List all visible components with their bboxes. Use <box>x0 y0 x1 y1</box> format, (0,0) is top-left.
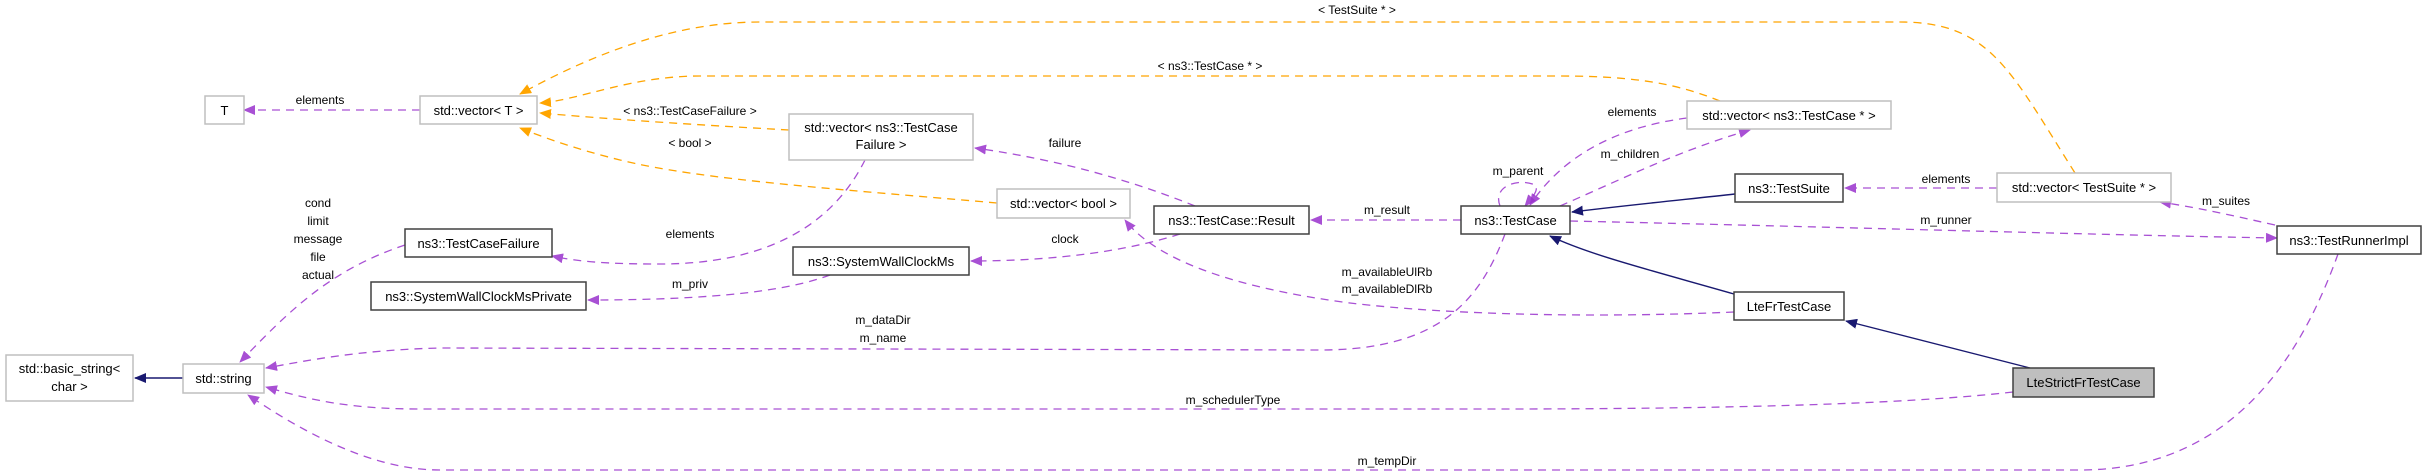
label-elements-vtc: elements <box>1608 105 1657 119</box>
edge-m-schedulertype <box>265 385 2014 410</box>
label-testsuite-ptr: < TestSuite * > <box>1318 3 1396 17</box>
edge-inherit-testsuite <box>1571 193 1736 216</box>
edge-clock <box>970 233 1181 266</box>
node-string[interactable]: std::string <box>182 363 265 394</box>
label-elements-vts: elements <box>1922 172 1971 186</box>
node-testrunnerimpl-label: ns3::TestRunnerImpl <box>2289 233 2408 248</box>
node-vector-testcase-label: std::vector< ns3::TestCase * > <box>1702 108 1875 123</box>
label-bool-tmpl: < bool > <box>668 136 711 150</box>
edge-labels: < TestSuite * > < ns3::TestCase * > < ns… <box>294 3 2250 468</box>
edge-m-runner <box>1569 220 2278 243</box>
edge-available-rb <box>1124 219 1735 316</box>
node-vector-testcasefailure[interactable]: std::vector< ns3::TestCase Failure > <box>788 113 974 161</box>
node-systemwallclockms-label: ns3::SystemWallClockMs <box>808 254 955 269</box>
edge-vector-bool-template <box>519 127 998 204</box>
label-failure-member-file: file <box>310 250 326 264</box>
node-testcase-result-label: ns3::TestCase::Result <box>1168 213 1295 228</box>
label-m-tempdir: m_tempDir <box>1358 454 1417 468</box>
label-m-result: m_result <box>1364 203 1411 217</box>
node-systemwallclockmsprivate[interactable]: ns3::SystemWallClockMsPrivate <box>370 281 587 311</box>
edges <box>134 21 2339 471</box>
label-m-children: m_children <box>1601 147 1660 161</box>
node-ltestrictfrtestcase-label: LteStrictFrTestCase <box>2026 375 2140 390</box>
label-m-parent: m_parent <box>1493 164 1544 178</box>
label-m-availableulrb: m_availableUlRb <box>1342 265 1433 279</box>
node-testcase-result[interactable]: ns3::TestCase::Result <box>1153 205 1310 235</box>
node-testsuite[interactable]: ns3::TestSuite <box>1734 173 1844 203</box>
node-T-label: T <box>221 103 229 118</box>
edge-vector-testsuite-template <box>519 21 2076 174</box>
edge-datadir-name <box>265 233 1506 371</box>
label-failure: failure <box>1049 136 1082 150</box>
label-m-runner: m_runner <box>1920 213 1971 227</box>
edge-failure-members-string <box>239 244 406 363</box>
edge-elements-vtc <box>1529 117 1688 206</box>
node-systemwallclockmsprivate-label: ns3::SystemWallClockMsPrivate <box>385 289 572 304</box>
node-systemwallclockms[interactable]: ns3::SystemWallClockMs <box>792 246 970 276</box>
edge-failure <box>974 144 1196 207</box>
node-string-label: std::string <box>195 371 251 386</box>
nodes: T std::vector< T > std::vector< ns3::Tes… <box>5 95 2422 402</box>
label-clock: clock <box>1051 232 1079 246</box>
edge-m-suites <box>2159 198 2276 226</box>
edge-vector-testcase-template <box>539 75 1721 108</box>
edge-elements-tcf <box>551 159 866 265</box>
label-m-priv: m_priv <box>672 277 708 291</box>
edge-inherit-ltefr <box>1549 235 1735 295</box>
edge-inherit-ltestrictfr <box>1845 318 2031 369</box>
node-ltefrtestcase[interactable]: LteFrTestCase <box>1733 291 1845 321</box>
edge-vector-tcf-template <box>539 108 790 131</box>
label-elements-T: elements <box>296 93 345 107</box>
label-failure-member-message: message <box>294 232 343 246</box>
label-testcasefailure-tmpl: < ns3::TestCaseFailure > <box>623 104 756 118</box>
label-failure-member-cond: cond <box>305 196 331 210</box>
node-vector-testsuite-ptr[interactable]: std::vector< TestSuite * > <box>1996 172 2172 203</box>
node-basic-string-label-1: std::basic_string< <box>19 361 121 376</box>
node-vector-testcase-ptr[interactable]: std::vector< ns3::TestCase * > <box>1686 100 1892 130</box>
node-vector-tcf-label-2: Failure > <box>856 137 907 152</box>
node-testcasefailure-label: ns3::TestCaseFailure <box>417 236 539 251</box>
label-m-datadir: m_dataDir <box>855 313 910 327</box>
edge-m-priv <box>587 274 831 305</box>
label-m-schedulertype: m_schedulerType <box>1186 393 1281 407</box>
node-basic-string[interactable]: std::basic_string< char > <box>5 354 134 402</box>
edge-m-tempdir <box>247 253 2339 471</box>
label-failure-member-limit: limit <box>307 214 329 228</box>
node-testsuite-label: ns3::TestSuite <box>1748 181 1830 196</box>
node-testcase-label: ns3::TestCase <box>1474 213 1556 228</box>
node-testcase[interactable]: ns3::TestCase <box>1460 205 1571 235</box>
node-testcasefailure[interactable]: ns3::TestCaseFailure <box>404 228 553 258</box>
node-vector-bool[interactable]: std::vector< bool > <box>996 188 1131 219</box>
edge-m-children <box>1559 128 1751 207</box>
label-m-suites: m_suites <box>2202 194 2250 208</box>
label-m-availabledlrb: m_availableDlRb <box>1342 282 1433 296</box>
label-m-name: m_name <box>860 331 907 345</box>
label-testcase-ptr: < ns3::TestCase * > <box>1158 59 1263 73</box>
label-failure-member-actual: actual <box>302 268 334 282</box>
node-vector-testsuite-label: std::vector< TestSuite * > <box>2012 180 2156 195</box>
node-testrunnerimpl[interactable]: ns3::TestRunnerImpl <box>2276 225 2422 255</box>
edge-m-parent <box>1497 181 1537 207</box>
node-ltefrtestcase-label: LteFrTestCase <box>1747 299 1832 314</box>
node-T[interactable]: T <box>204 95 245 125</box>
node-vector-T-label: std::vector< T > <box>434 103 524 118</box>
node-vector-tcf-label-1: std::vector< ns3::TestCase <box>804 120 958 135</box>
label-elements-tcf: elements <box>666 227 715 241</box>
node-ltestrictfrtestcase[interactable]: LteStrictFrTestCase <box>2012 367 2155 398</box>
node-vector-bool-label: std::vector< bool > <box>1010 196 1117 211</box>
node-vector-T[interactable]: std::vector< T > <box>419 95 538 125</box>
node-basic-string-label-2: char > <box>51 379 88 394</box>
